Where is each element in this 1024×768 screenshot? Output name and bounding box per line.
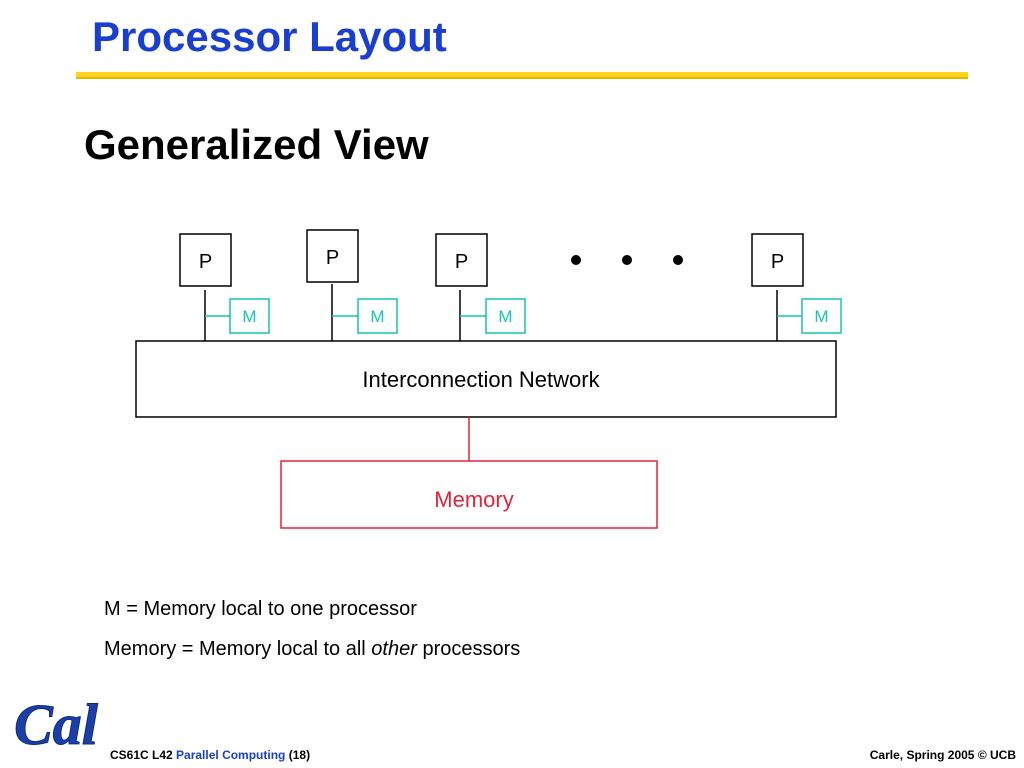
footer-credit: Carle, Spring 2005 © UCB — [869, 748, 1016, 762]
processor-node-3: P M — [435, 233, 526, 341]
ellipsis-dots — [571, 255, 683, 265]
cal-logo: Cal — [14, 692, 100, 758]
slide-subtitle: Generalized View — [84, 121, 429, 168]
legend-local-memory: M = Memory local to one processor — [104, 598, 417, 620]
interconnection-network: Interconnection Network — [135, 340, 837, 418]
slide-title: Processor Layout — [92, 13, 447, 60]
processor-label: P — [326, 247, 339, 269]
local-memory-box — [485, 298, 526, 334]
svg-text:Cal: Cal — [14, 692, 99, 757]
processor-label: P — [199, 251, 212, 273]
local-memory-box — [357, 298, 398, 334]
processor-node-1: P M — [179, 233, 270, 341]
local-memory-box — [229, 298, 270, 334]
legend-text: processors — [416, 638, 521, 660]
local-memory-label: M — [498, 307, 512, 326]
processor-label: P — [455, 251, 468, 273]
footer-course-info: CS61C L42 Parallel Computing (18) — [110, 748, 310, 762]
legend-emphasis: other — [371, 638, 417, 660]
shared-memory-label: Memory — [434, 487, 513, 512]
shared-memory: Memory — [280, 460, 658, 529]
processor-node-4: P M — [751, 233, 842, 341]
legend-shared-memory: Memory = Memory local to all other proce… — [104, 637, 520, 661]
network-label: Interconnection Network — [362, 367, 600, 392]
footer-topic: Parallel Computing — [176, 748, 286, 762]
title-underline — [76, 72, 968, 79]
processor-label: P — [771, 251, 784, 273]
footer-course: CS61C L42 — [110, 748, 177, 762]
local-memory-label: M — [242, 307, 256, 326]
footer-page: (18) — [285, 748, 311, 762]
processor-node-2: P M — [306, 229, 398, 341]
local-memory-label: M — [814, 307, 828, 326]
local-memory-label: M — [370, 307, 384, 326]
legend-text: Memory = Memory local to all — [104, 638, 372, 660]
local-memory-box — [801, 298, 842, 334]
